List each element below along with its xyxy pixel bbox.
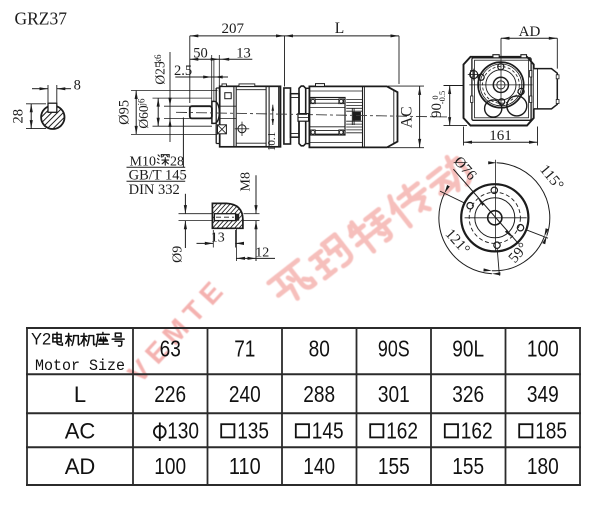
svg-text:326: 326 xyxy=(452,381,484,407)
svg-text:301: 301 xyxy=(378,381,410,407)
svg-text:90: 90 xyxy=(429,103,445,118)
svg-text:Ø60: Ø60 xyxy=(136,105,151,128)
svg-text:L: L xyxy=(74,382,86,407)
svg-text:-0.5: -0.5 xyxy=(437,91,447,104)
svg-text:M10: M10 xyxy=(130,155,156,170)
svg-text:AD: AD xyxy=(65,454,96,479)
svg-text:226: 226 xyxy=(154,381,186,407)
svg-text:71: 71 xyxy=(234,336,255,362)
svg-text:13: 13 xyxy=(211,230,225,245)
svg-text:80: 80 xyxy=(309,336,330,362)
svg-text:240: 240 xyxy=(229,381,261,407)
svg-text:90S: 90S xyxy=(378,336,410,362)
svg-text:L: L xyxy=(335,20,344,37)
svg-text:140: 140 xyxy=(303,453,335,479)
svg-text:28: 28 xyxy=(11,109,27,124)
svg-text:Y2: Y2 xyxy=(31,331,51,349)
svg-text:288: 288 xyxy=(303,381,335,407)
svg-text:130: 130 xyxy=(167,417,199,443)
svg-text:AC: AC xyxy=(399,106,416,128)
svg-text:j6: j6 xyxy=(137,98,147,107)
svg-text:10.1: 10.1 xyxy=(266,132,278,151)
svg-text:GRZ37: GRZ37 xyxy=(15,9,68,29)
svg-text:161: 161 xyxy=(489,128,512,144)
svg-text:100: 100 xyxy=(527,336,559,362)
svg-text:28: 28 xyxy=(170,155,184,170)
svg-text:Ø95: Ø95 xyxy=(117,100,133,125)
svg-text:AC: AC xyxy=(65,418,96,443)
svg-text:207: 207 xyxy=(222,21,245,37)
svg-text:145: 145 xyxy=(312,417,344,443)
svg-text:M8: M8 xyxy=(238,172,253,191)
svg-text:50: 50 xyxy=(193,45,208,61)
svg-text:349: 349 xyxy=(527,381,559,407)
svg-text:63: 63 xyxy=(160,336,181,362)
svg-text:155: 155 xyxy=(452,453,484,479)
svg-text:12: 12 xyxy=(255,245,269,260)
svg-text:DIN 332: DIN 332 xyxy=(129,182,180,198)
svg-text:Ø25: Ø25 xyxy=(152,61,167,84)
svg-text:180: 180 xyxy=(527,453,559,479)
svg-text:185: 185 xyxy=(535,417,567,443)
svg-text:Motor Size: Motor Size xyxy=(35,357,125,375)
svg-text:GB/T 145: GB/T 145 xyxy=(129,168,187,184)
svg-text:90L: 90L xyxy=(452,336,484,362)
svg-text:135: 135 xyxy=(237,417,269,443)
svg-text:2.5: 2.5 xyxy=(174,63,192,79)
svg-text:100: 100 xyxy=(154,453,186,479)
svg-text:110: 110 xyxy=(229,453,261,479)
svg-text:AD: AD xyxy=(519,24,541,40)
svg-text:Ø9: Ø9 xyxy=(170,246,185,263)
svg-text:k6: k6 xyxy=(153,54,163,64)
svg-text:162: 162 xyxy=(386,417,418,443)
svg-text:162: 162 xyxy=(461,417,493,443)
svg-text:13: 13 xyxy=(236,45,251,61)
svg-text:0: 0 xyxy=(430,95,440,99)
svg-text:155: 155 xyxy=(378,453,410,479)
svg-text:8: 8 xyxy=(74,78,81,94)
